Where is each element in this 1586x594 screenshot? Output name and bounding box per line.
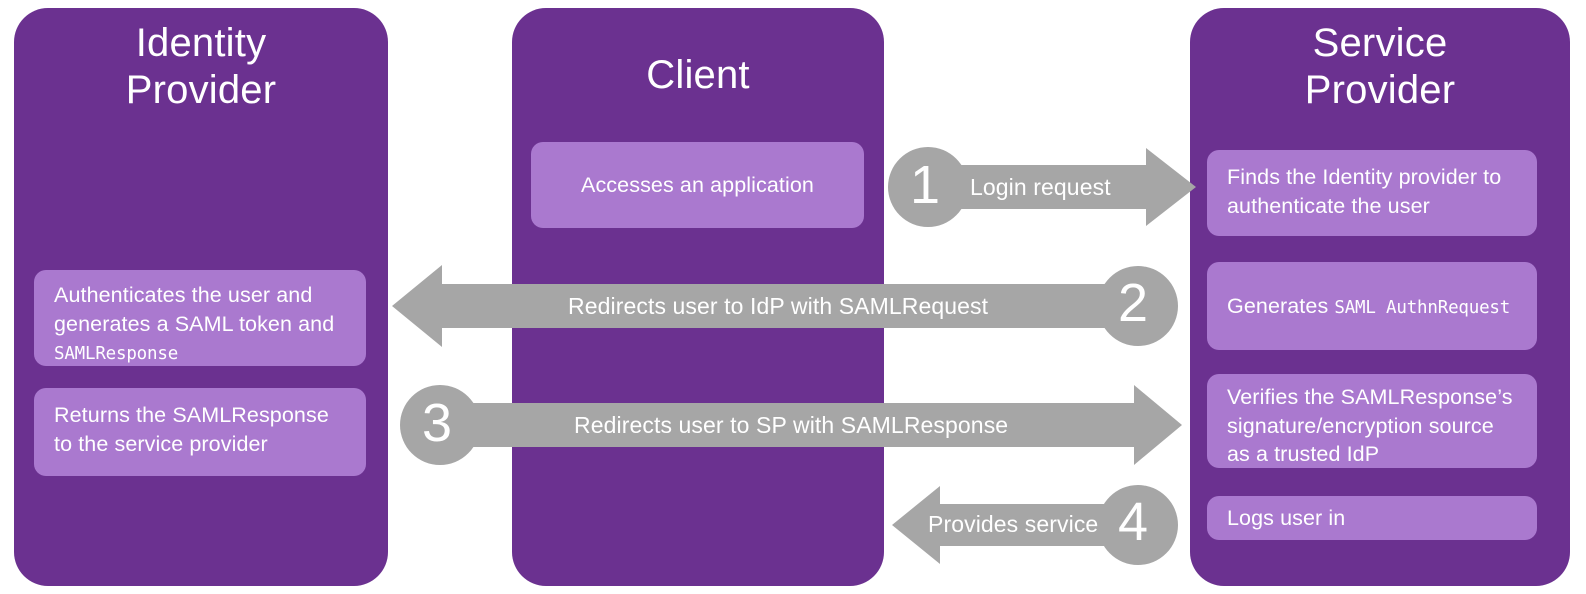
- sp-box4-main-text: Logs user in: [1227, 505, 1346, 530]
- column-title-line2: Provider: [125, 68, 277, 113]
- idp-step-box-returns-text: Returns the SAMLResponse to the service …: [54, 401, 346, 458]
- flow-arrow-1-label: Login request: [970, 174, 1111, 200]
- client-step-box-accesses-application-text: Accesses an application: [581, 171, 814, 200]
- idp-box1-mono-text: SAMLResponse: [54, 344, 179, 365]
- flow-arrow-3-shape: [400, 385, 1182, 465]
- sp-step-box-verifies-signature-text: Verifies the SAMLResponse’s signature/en…: [1227, 383, 1517, 469]
- flow-arrow-4-step-number: 4: [1118, 492, 1149, 552]
- sp-step-box-verifies-signature: Verifies the SAMLResponse’s signature/en…: [1207, 374, 1537, 468]
- sp-step-box-logs-user-in-text: Logs user in: [1227, 504, 1345, 533]
- sp-step-box-logs-user-in: Logs user in: [1207, 496, 1537, 540]
- flow-arrow-4-label: Provides service: [928, 511, 1099, 537]
- column-title-sp-line2: Provider: [1304, 68, 1456, 113]
- sp-step-box-generates-authnrequest-text: Generates SAML AuthnRequest: [1227, 292, 1510, 321]
- sp-step-box-generates-authnrequest: Generates SAML AuthnRequest: [1207, 262, 1537, 350]
- idp-step-box-authenticates-text: Authenticates the user and generates a S…: [54, 281, 346, 367]
- client-step-box-accesses-application: Accesses an application: [531, 142, 864, 228]
- sp-box2-mono-text: SAML AuthnRequest: [1334, 297, 1511, 318]
- flow-arrow-1-shape: [888, 147, 1196, 227]
- flow-arrow-1-step-number: 1: [910, 155, 941, 215]
- idp-step-box-returns: Returns the SAMLResponse to the service …: [34, 388, 366, 476]
- flow-arrow-2: 2 Redirects user to IdP with SAMLRequest: [390, 262, 1178, 350]
- idp-box1-main-text: Authenticates the user and generates a S…: [54, 283, 335, 336]
- column-title-identity-provider: Identity Provider: [14, 8, 388, 114]
- flow-arrow-1: 1 Login request: [888, 146, 1198, 228]
- sp-step-box-finds-idp: Finds the Identity provider to authentic…: [1207, 150, 1537, 236]
- flow-arrow-3-label: Redirects user to SP with SAMLResponse: [574, 412, 1009, 438]
- column-title-client-line1: Client: [646, 53, 750, 97]
- sp-box1-main-text: Finds the Identity provider to authentic…: [1227, 165, 1502, 218]
- column-title-sp-line1: Service: [1312, 21, 1448, 65]
- flow-arrow-2-shape: [392, 265, 1178, 347]
- idp-box2-main-text: Returns the SAMLResponse to the service …: [54, 403, 329, 456]
- sp-box2-main-text: Generates: [1227, 293, 1335, 318]
- sp-step-box-finds-idp-text: Finds the Identity provider to authentic…: [1227, 163, 1517, 220]
- column-title-service-provider: Service Provider: [1190, 8, 1570, 114]
- client-box1-main-text: Accesses an application: [581, 172, 814, 197]
- column-title-line1: Identity: [135, 21, 267, 65]
- flow-arrow-3-step-number: 3: [422, 393, 453, 453]
- flow-arrow-2-label: Redirects user to IdP with SAMLRequest: [568, 293, 989, 319]
- flow-arrow-2-step-number: 2: [1118, 273, 1149, 333]
- flow-arrow-3: 3 Redirects user to SP with SAMLResponse: [398, 382, 1184, 468]
- sp-box3-main-text: Verifies the SAMLResponse’s signature/en…: [1227, 385, 1513, 467]
- idp-step-box-authenticates: Authenticates the user and generates a S…: [34, 270, 366, 366]
- column-title-client: Client: [512, 8, 884, 99]
- flow-arrow-4-shape: [892, 485, 1178, 565]
- flow-arrow-4: 4 Provides service: [890, 484, 1178, 566]
